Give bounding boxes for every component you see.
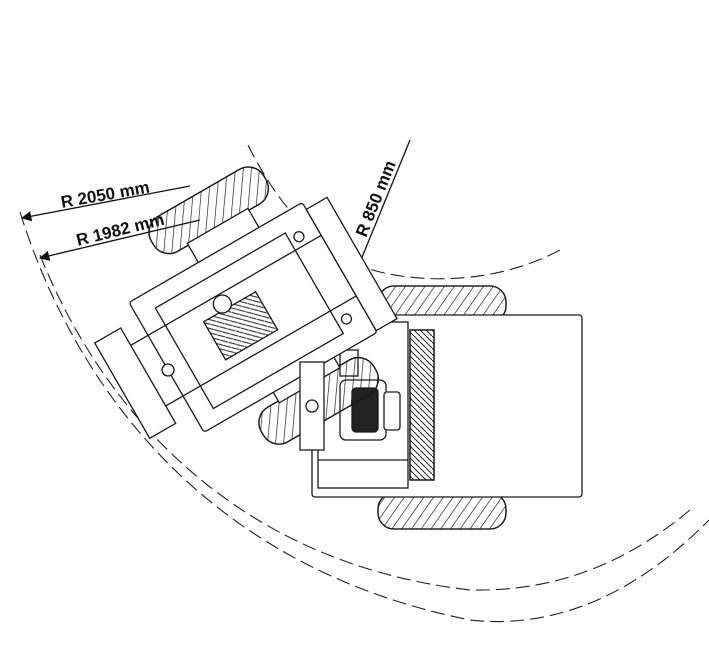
inner-dim-line (354, 139, 411, 273)
middle-radius-arc (39, 254, 691, 591)
radius-arcs (19, 144, 709, 623)
engine-grille (409, 329, 435, 481)
inner-radius-label: R 850 mm (352, 158, 400, 240)
outer-radius-label: R 2050 mm (59, 178, 151, 212)
outer-dim-line (20, 185, 191, 222)
outer-radius-arc (19, 211, 709, 623)
articulation-joint (299, 361, 325, 451)
inner-radius-arc (247, 144, 561, 280)
rear-wheel-bottom (377, 492, 507, 530)
rear-chassis (311, 285, 583, 530)
